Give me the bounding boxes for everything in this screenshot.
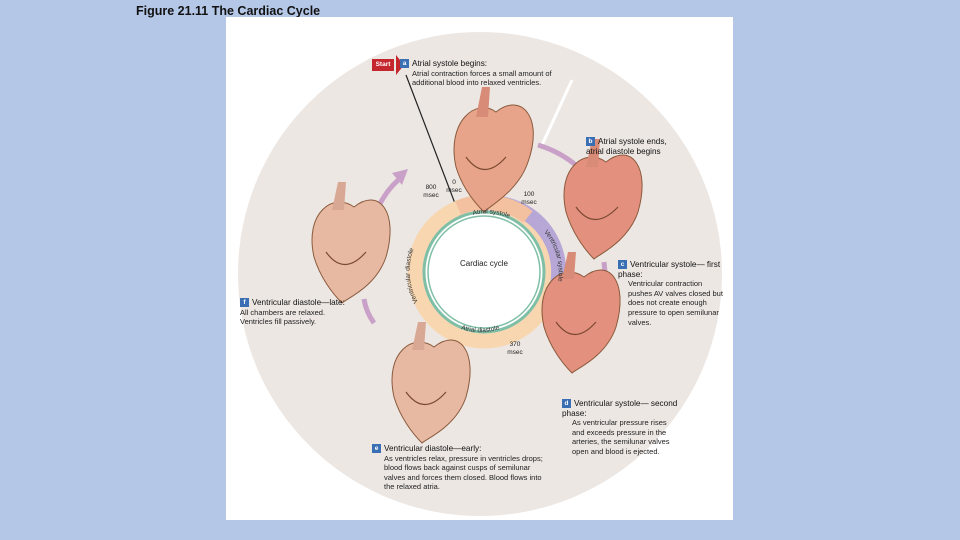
step-f-badge: f [240, 298, 249, 307]
figure-title: Figure 21.11 The Cardiac Cycle [136, 4, 321, 18]
step-f-heading: Ventricular diastole—late: [252, 298, 345, 307]
heart-f [311, 182, 391, 304]
heart-e [391, 322, 471, 444]
step-d-body: As ventricular pressure rises and exceed… [572, 418, 670, 456]
step-d-badge: d [562, 399, 571, 408]
heart-c [541, 252, 621, 374]
ring-inner-line [427, 215, 541, 329]
cardiac-cycle-diagram: Atrial systole Ventricular systole Atria… [238, 32, 722, 516]
arc-label-atrial-systole: Atrial systole [472, 208, 511, 219]
figure-panel: Atrial systole Ventricular systole Atria… [226, 17, 733, 520]
step-c-badge: c [618, 260, 627, 269]
heart-b [563, 139, 643, 260]
step-c-body: Ventricular contraction pushes AV valves… [628, 279, 723, 327]
step-b-heading: Atrial systole ends, atrial diastole beg… [586, 137, 667, 156]
arc-label-atrial-diastole: Atrial diastole [460, 324, 500, 334]
mark-800-msec: 800 msec [423, 184, 439, 199]
mark-370-msec: 370 msec [507, 341, 523, 356]
step-a-heading: Atrial systole begins: [412, 59, 488, 68]
cycle-center-label: Cardiac cycle [459, 259, 508, 268]
step-f-body: All chambers are relaxed. Ventricles fil… [240, 307, 326, 327]
sector-divider [540, 79, 574, 146]
step-e-heading: Ventricular diastole—early: [384, 444, 482, 453]
step-b-badge: b [586, 137, 595, 146]
step-e-body: As ventricles relax, pressure in ventric… [384, 453, 543, 492]
flow-arrow-f [361, 298, 377, 325]
mark-100-msec: 100 msec [521, 191, 537, 206]
flow-arrowhead-a [392, 169, 408, 185]
step-d-heading: Ventricular systole— second phase: [562, 399, 678, 418]
mark-0-msec: 0 msec [446, 179, 462, 194]
step-e-badge: e [372, 444, 381, 453]
start-marker: Start [372, 59, 394, 71]
step-a-badge: a [400, 59, 409, 68]
heart-a [453, 87, 534, 213]
step-c-heading: Ventricular systole— first phase: [618, 260, 721, 279]
step-a-body: Atrial contraction forces a small amount… [412, 68, 552, 88]
